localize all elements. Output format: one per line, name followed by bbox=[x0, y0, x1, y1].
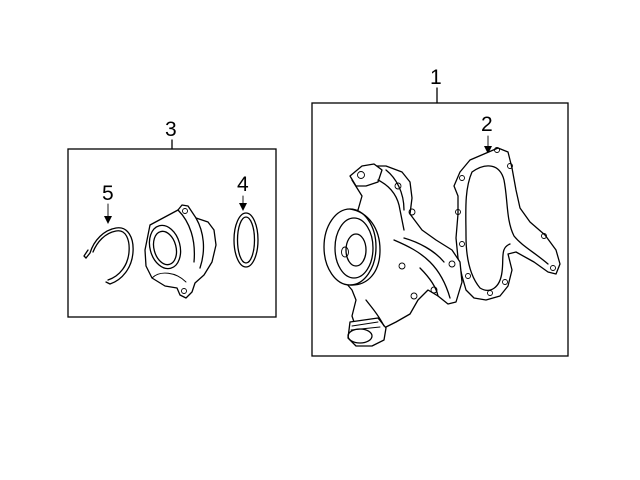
callout-4[interactable]: 4 bbox=[237, 173, 249, 196]
callout-2[interactable]: 2 bbox=[481, 113, 493, 136]
retaining-clip-part-5[interactable]: 5 bbox=[83, 182, 134, 285]
o-ring-seal-part-4[interactable]: 4 bbox=[233, 173, 259, 268]
group-1: 1 2 bbox=[311, 66, 569, 357]
callout-5[interactable]: 5 bbox=[102, 182, 114, 205]
thermostat-housing[interactable] bbox=[144, 204, 217, 299]
group-1-box bbox=[311, 102, 569, 357]
group-3: 3 5 4 bbox=[67, 118, 277, 318]
callout-3[interactable]: 3 bbox=[165, 118, 177, 141]
gasket-part-2[interactable]: 2 bbox=[453, 113, 561, 301]
group-3-box bbox=[67, 148, 277, 318]
arrowhead-5 bbox=[104, 216, 112, 224]
arrowhead-4 bbox=[239, 203, 247, 211]
arrowhead-2 bbox=[484, 146, 492, 154]
water-pump[interactable] bbox=[323, 163, 463, 347]
callout-1[interactable]: 1 bbox=[430, 66, 442, 89]
